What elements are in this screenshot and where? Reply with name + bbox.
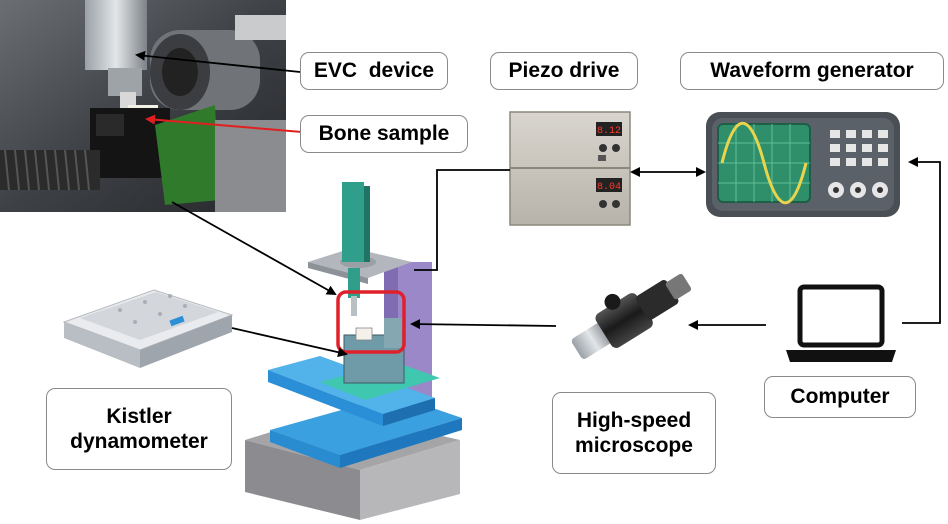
waveform-generator-icon bbox=[706, 112, 900, 217]
connectors bbox=[135, 50, 941, 358]
dynamometer-icon bbox=[62, 289, 234, 368]
label-waveform-generator: Waveform generator bbox=[680, 52, 944, 90]
piezo-bottom-readout: 8.04 bbox=[597, 182, 621, 193]
label-high-speed-microscope: High-speed microscope bbox=[552, 392, 716, 474]
label-piezo-drive: Piezo drive bbox=[490, 52, 638, 90]
label-bone-sample-text: Bone sample bbox=[318, 122, 450, 146]
piezo-drive-unit bbox=[509, 111, 631, 226]
microscope-icon bbox=[571, 273, 692, 359]
label-evc-device-text: EVC device bbox=[313, 59, 435, 83]
label-microscope-line2: microscope bbox=[575, 434, 693, 457]
label-waveform-generator-text: Waveform generator bbox=[710, 59, 914, 83]
label-piezo-drive-text: Piezo drive bbox=[508, 59, 620, 83]
label-bone-sample: Bone sample bbox=[300, 115, 468, 153]
label-evc-device: EVC device bbox=[300, 52, 448, 90]
label-kistler-line1: Kistler bbox=[106, 404, 172, 428]
laptop-icon bbox=[786, 284, 896, 362]
label-computer: Computer bbox=[764, 376, 916, 418]
piezo-top-readout: 8.12 bbox=[597, 126, 621, 137]
label-kistler-line2: dynamometer bbox=[70, 430, 208, 453]
label-microscope-line1: High-speed bbox=[576, 408, 692, 432]
label-computer-text: Computer bbox=[790, 385, 890, 409]
photo-evc-device bbox=[0, 0, 286, 212]
label-kistler-dynamometer: Kistler dynamometer bbox=[46, 388, 232, 470]
machine-tool-model bbox=[245, 182, 462, 520]
